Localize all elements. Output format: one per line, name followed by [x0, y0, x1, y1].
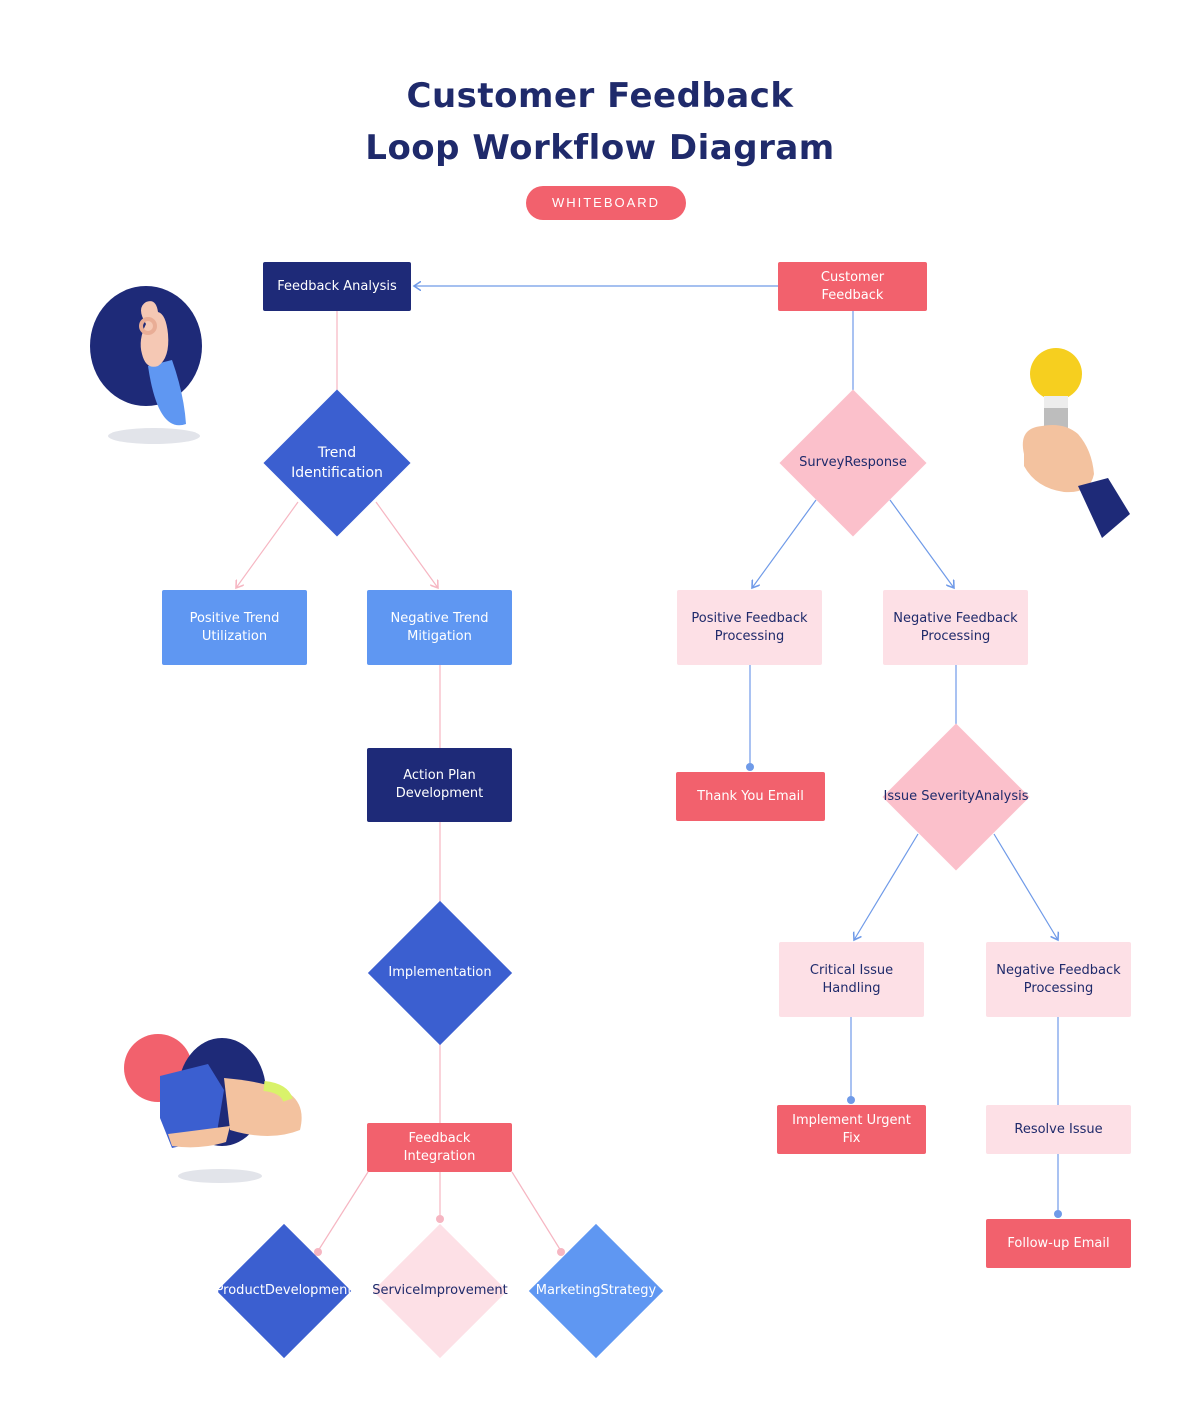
label-line: Handling — [822, 980, 881, 996]
label-line: Negative Feedback — [996, 962, 1121, 978]
label-line: Action Plan — [403, 768, 476, 783]
diamond-service-label: ServiceImprovement — [372, 1223, 508, 1359]
connector-dot-thankyou — [746, 763, 754, 771]
label-line: Implement Urgent Fix — [792, 1112, 911, 1146]
connector-severity-to-critical — [854, 833, 919, 940]
connector-trend-to-positive — [236, 501, 299, 588]
connector-integration-to-product — [317, 1171, 369, 1252]
node-resolve-issue[interactable]: Resolve Issue — [986, 1105, 1131, 1154]
node-follow-up-email[interactable]: Follow-up Email — [986, 1219, 1131, 1268]
label-line: Negative Trend — [390, 610, 489, 626]
label-line: Processing — [1023, 980, 1094, 996]
label-line: Trend — [317, 445, 357, 461]
title-line-2: Loop Workflow Diagram — [365, 128, 835, 168]
diamond-implementation-label: Implementation — [367, 900, 513, 1046]
label-line: Processing — [920, 628, 991, 644]
connector-survey-to-positive — [752, 499, 817, 588]
lightbulb-hand-icon — [1022, 348, 1130, 538]
diamond-issue-severity[interactable]: Issue SeverityAnalysis — [881, 722, 1031, 872]
shadow-shape — [108, 428, 200, 444]
label-line: Critical Issue — [809, 962, 894, 978]
diamond-survey-response[interactable]: SurveyResponse — [778, 388, 928, 538]
label-line: Development — [264, 1283, 353, 1298]
connector-dot-fix — [847, 1096, 855, 1104]
connector-trend-to-negative — [375, 501, 438, 588]
hand-left-shape — [168, 1126, 230, 1148]
title-line-1: Customer Feedback — [406, 76, 794, 116]
diamond-marketing-strategy[interactable]: MarketingStrategy — [528, 1223, 664, 1359]
node-feedback-integration[interactable]: Feedback Integration — [367, 1123, 512, 1172]
bulb-shape — [1030, 348, 1082, 400]
connector-dot-service — [436, 1215, 444, 1223]
box-shape — [160, 1064, 224, 1148]
bulb-neck-shape — [1044, 396, 1068, 408]
label-line: Response — [844, 455, 907, 470]
label-line: Mitigation — [407, 628, 472, 644]
diamond-survey-label: SurveyResponse — [778, 388, 928, 538]
label-line: Product — [215, 1283, 265, 1298]
label-line: Positive Trend — [189, 610, 280, 626]
label-line: Positive Feedback — [691, 610, 808, 626]
label-line: Analysis — [974, 789, 1029, 804]
node-implement-urgent-fix[interactable]: Implement Urgent Fix — [777, 1105, 926, 1154]
connector-severity-to-negative — [993, 833, 1058, 940]
node-feedback-analysis[interactable]: Feedback Analysis — [263, 262, 411, 311]
connector-dot-marketing — [557, 1248, 565, 1256]
label-line: Development — [395, 786, 484, 801]
label-line: Service — [372, 1283, 421, 1298]
node-thank-you-email[interactable]: Thank You Email — [676, 772, 825, 821]
label-line: Thank You Email — [697, 788, 804, 804]
label-line: Negative Feedback — [893, 610, 1018, 626]
connector-dot-product — [314, 1248, 322, 1256]
label-line: Marketing — [535, 1283, 601, 1298]
hand-shape — [1022, 425, 1094, 493]
arm-shape — [148, 360, 186, 426]
connector-survey-to-negative — [889, 499, 954, 588]
ok-ring-shape — [139, 317, 157, 335]
ok-hand-icon — [90, 286, 202, 444]
whiteboard-badge[interactable]: WHITEBOARD — [526, 186, 686, 220]
cuff-shape — [263, 1081, 293, 1102]
label-line: Utilization — [201, 628, 268, 644]
connector-integration-to-marketing — [511, 1171, 562, 1252]
hand-right-shape — [224, 1078, 302, 1136]
connector-dot-followup — [1054, 1210, 1062, 1218]
diamond-implementation[interactable]: Implementation — [367, 900, 513, 1046]
label-line: Processing — [714, 628, 785, 644]
label-line: Improvement — [420, 1283, 508, 1298]
label-line: Survey — [799, 455, 845, 470]
label-line: Follow-up Email — [1007, 1235, 1110, 1251]
label-line: Resolve Issue — [1014, 1121, 1103, 1137]
diamond-service-improvement[interactable]: ServiceImprovement — [372, 1223, 508, 1359]
node-customer-feedback[interactable]: Customer Feedback — [778, 262, 927, 311]
label-line: Implementation — [388, 965, 492, 980]
label-line: Issue Severity — [883, 789, 975, 804]
label-line: Customer Feedback — [820, 269, 885, 303]
node-feedback-analysis-label: Feedback Analysis — [277, 278, 397, 294]
shadow-shape — [178, 1169, 262, 1183]
label-line: Strategy — [600, 1283, 657, 1298]
diamond-severity-label: Issue SeverityAnalysis — [881, 722, 1031, 872]
box-hands-icon — [124, 1034, 302, 1183]
diamond-marketing-label: MarketingStrategy — [528, 1223, 664, 1359]
label-line: Identification — [291, 465, 383, 481]
diamond-product-development[interactable]: ProductDevelopment — [216, 1223, 352, 1359]
page-title: Customer Feedback Loop Workflow Diagram — [0, 70, 1200, 174]
bulb-base-shape — [1044, 408, 1068, 430]
sleeve-shape — [1078, 478, 1130, 538]
label-line: Feedback Integration — [403, 1130, 476, 1164]
diamond-product-label: ProductDevelopment — [215, 1223, 353, 1359]
